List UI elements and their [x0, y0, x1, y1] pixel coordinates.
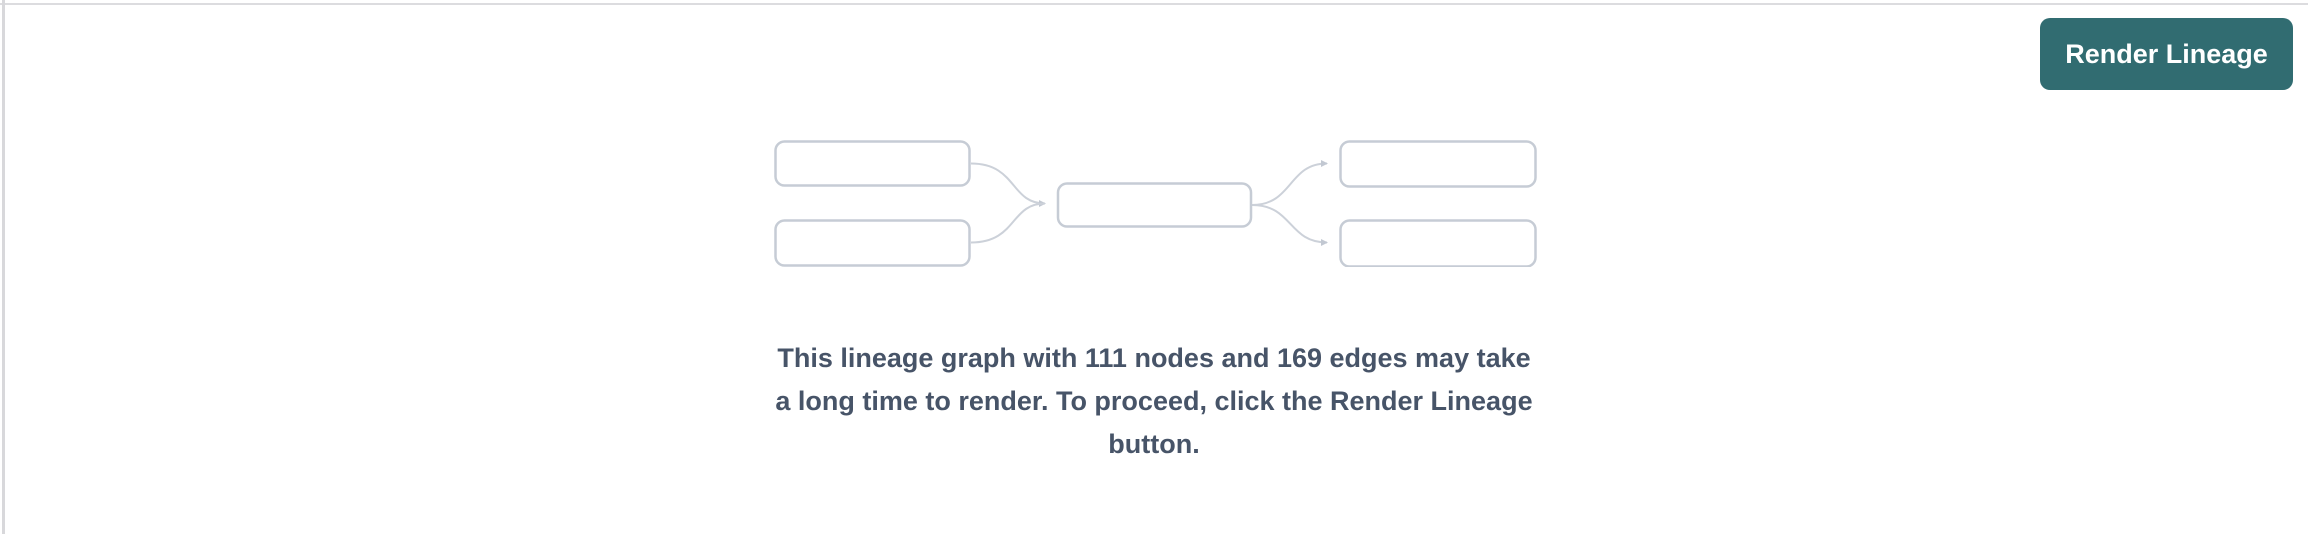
graph-node [774, 140, 971, 187]
graph-node [774, 219, 971, 267]
top-divider [0, 3, 2308, 5]
render-lineage-button[interactable]: Render Lineage [2040, 18, 2293, 90]
message-line-3: button. [1108, 429, 1200, 459]
graph-node [1339, 140, 1537, 188]
mini-lineage-graph-icon [774, 140, 1537, 267]
graph-node [1056, 182, 1253, 228]
left-divider [2, 0, 5, 534]
message-line-2: a long time to render. To proceed, click… [775, 386, 1533, 416]
render-warning-message: This lineage graph with 111 nodes and 16… [0, 337, 2308, 466]
graph-node [1339, 219, 1537, 267]
message-line-1: This lineage graph with 111 nodes and 16… [777, 343, 1531, 373]
